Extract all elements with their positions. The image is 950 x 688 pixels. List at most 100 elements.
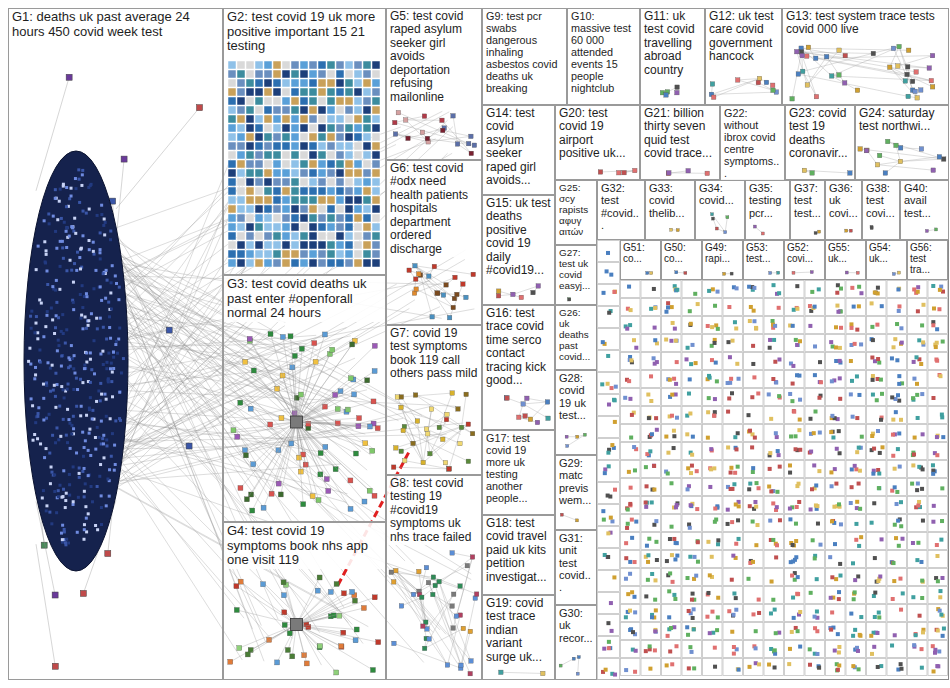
vertex-dot: [166, 327, 172, 333]
vertex-dot: [835, 291, 839, 295]
vertex-dot: [853, 342, 857, 346]
vertex-dot: [771, 501, 775, 505]
vertex-dot: [755, 481, 759, 485]
vertex-dot: [705, 615, 709, 619]
vertex-dot: [670, 414, 674, 418]
grid-cell: [744, 479, 764, 496]
vertex-dot: [795, 343, 799, 347]
vertex-dot: [892, 561, 896, 565]
vertex-dot: [93, 372, 96, 375]
vertex-dot: [630, 590, 634, 594]
grid-cell: [723, 641, 743, 658]
vertex-dot: [62, 332, 65, 335]
vertex-dot: [713, 410, 717, 414]
vertex-dot: [95, 317, 98, 320]
vertex-dot: [789, 434, 793, 438]
vertex-dot: [53, 384, 56, 387]
vertex-dot: [880, 392, 884, 396]
vertex-dot: [80, 405, 83, 408]
vertex-dot: [246, 79, 254, 87]
vertex-dot: [51, 434, 54, 437]
vertex-dot: [666, 451, 670, 455]
grid-cell: [764, 461, 784, 478]
vertex-dot: [675, 503, 679, 507]
vertex-dot: [918, 614, 922, 618]
edge-line: [122, 134, 290, 290]
vertex-dot: [246, 88, 254, 96]
vertex-dot: [327, 79, 335, 87]
grid-cell: [805, 551, 825, 568]
vertex-dot: [655, 558, 659, 562]
vertex-dot: [849, 392, 853, 396]
vertex-dot: [834, 345, 838, 349]
vertex-dot: [300, 97, 308, 105]
vertex-dot: [893, 337, 897, 341]
vertex-dot: [778, 465, 782, 469]
vertex-dot: [632, 338, 636, 342]
vertex-dot: [796, 575, 800, 579]
grid-cell: [785, 335, 805, 352]
vertex-dot: [99, 248, 102, 251]
vertex-dot: [939, 538, 943, 542]
vertex-dot: [55, 511, 58, 514]
vertex-dot: [600, 382, 604, 386]
grid-cell: [928, 587, 948, 604]
vertex-dot: [300, 61, 308, 69]
vertex-dot: [853, 578, 857, 582]
vertex-dot: [114, 343, 117, 346]
vertex-dot: [670, 553, 674, 557]
vertex-dot: [891, 418, 895, 422]
vertex-dot: [107, 301, 110, 304]
vertex-dot: [777, 291, 781, 295]
grid-cell: [621, 389, 641, 406]
vertex-dot: [246, 106, 254, 114]
vertex-dot: [915, 558, 919, 562]
vertex-dot: [870, 325, 874, 329]
vertex-dot: [606, 494, 610, 498]
vertex-dot: [920, 579, 924, 583]
vertex-dot: [318, 70, 326, 78]
grid-cell: [682, 443, 702, 460]
vertex-dot: [72, 427, 75, 430]
vertex-dot: [899, 500, 903, 504]
grid-cell: [662, 551, 682, 568]
grid-cell: [908, 587, 928, 604]
vertex-dot: [56, 218, 59, 221]
grid-cell: [682, 497, 702, 514]
vertex-dot: [105, 361, 108, 364]
vertex-dot: [100, 420, 103, 423]
grid-cell: [887, 353, 907, 370]
vertex-dot: [736, 518, 740, 522]
vertex-dot: [685, 432, 689, 436]
grid-cell: [826, 515, 846, 532]
vertex-dot: [713, 341, 717, 345]
vertex-dot: [770, 580, 774, 584]
vertex-dot: [834, 482, 838, 486]
vertex-dot: [85, 212, 88, 215]
grid-cell: [703, 659, 723, 676]
grid-cell: [908, 299, 928, 316]
vertex-dot: [794, 555, 798, 559]
vertex-dot: [880, 445, 884, 449]
vertex-dot: [809, 450, 813, 454]
edge-line: [121, 438, 347, 494]
grid-cell: [908, 551, 928, 568]
grid-cell: [887, 281, 907, 298]
vertex-dot: [849, 322, 853, 326]
vertex-dot: [78, 256, 81, 259]
vertex-dot: [706, 324, 710, 328]
grid-cell: [723, 605, 743, 622]
vertex-dot: [318, 106, 326, 114]
vertex-dot: [648, 644, 652, 648]
grid-cell: [928, 479, 948, 496]
grid-cell: [805, 389, 825, 406]
vertex-dot: [99, 257, 102, 260]
edge-line: [116, 159, 124, 240]
grid-cell: [846, 587, 866, 604]
vertex-dot: [237, 88, 245, 96]
vertex-dot: [669, 481, 673, 485]
vertex-dot: [935, 554, 939, 558]
grid-cell: [682, 479, 702, 496]
vertex-dot: [854, 467, 858, 471]
vertex-dot: [857, 304, 861, 308]
